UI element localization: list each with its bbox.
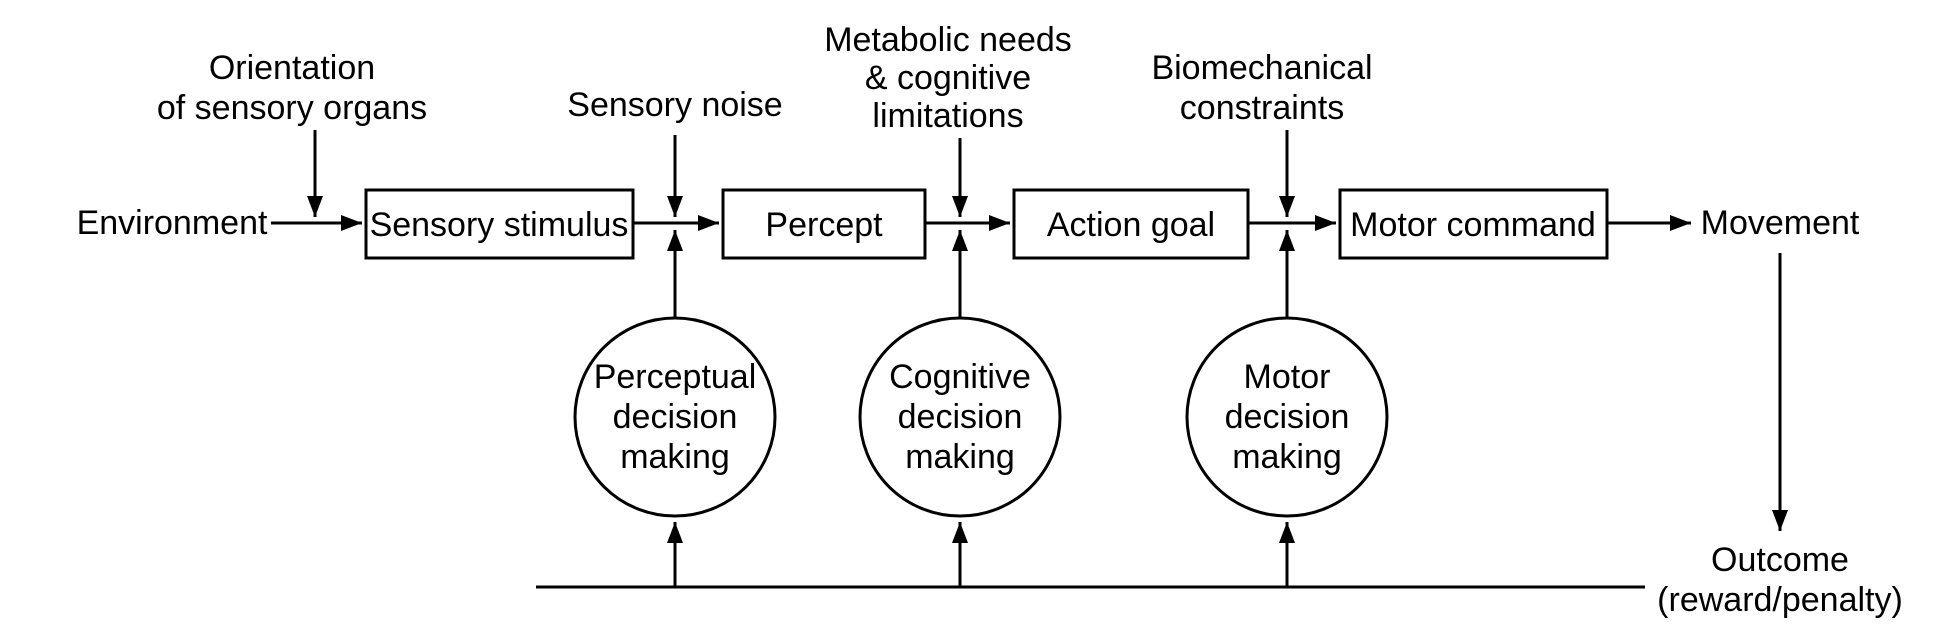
percept-label: Percept (765, 206, 883, 244)
box-action-goal (1012, 188, 1250, 260)
box-percept (721, 188, 927, 260)
motor-label-line2: decision (1225, 398, 1350, 436)
sensory-noise-label: Sensory noise (567, 86, 782, 124)
circle-cognitive-decision-making (858, 316, 1062, 518)
box-motor-command (1338, 188, 1609, 260)
metabolic-label-line3: limitations (872, 97, 1023, 135)
motor-label-line1: Motor (1244, 358, 1331, 396)
orientation-label-line1: Orientation (209, 49, 375, 87)
cognitive-label-line2: decision (898, 398, 1023, 436)
outcome-label-line2: (reward/penalty) (1657, 581, 1903, 619)
perceptual-label-line2: decision (613, 398, 738, 436)
cognitive-label-line3: making (905, 438, 1015, 476)
orientation-label-line2: of sensory organs (157, 89, 427, 127)
environment-label: Environment (77, 204, 268, 242)
motor-command-label: Motor command (1350, 206, 1596, 244)
action-goal-label: Action goal (1047, 206, 1215, 244)
cognitive-label-line1: Cognitive (889, 358, 1031, 396)
sensory-stimulus-label: Sensory stimulus (370, 206, 629, 244)
movement-label: Movement (1701, 204, 1860, 242)
circle-perceptual-decision-making (573, 316, 777, 518)
biomechanical-label-line1: Biomechanical (1151, 49, 1372, 87)
perceptual-label-line1: Perceptual (594, 358, 757, 396)
metabolic-label-line1: Metabolic needs (824, 21, 1072, 59)
motor-label-line3: making (1232, 438, 1342, 476)
biomechanical-label-line2: constraints (1180, 89, 1344, 127)
metabolic-label-line2: & cognitive (865, 59, 1031, 97)
box-sensory-stimulus (364, 188, 635, 260)
perceptual-label-line3: making (620, 438, 730, 476)
outcome-label-line1: Outcome (1711, 541, 1849, 579)
circle-motor-decision-making (1185, 316, 1389, 518)
